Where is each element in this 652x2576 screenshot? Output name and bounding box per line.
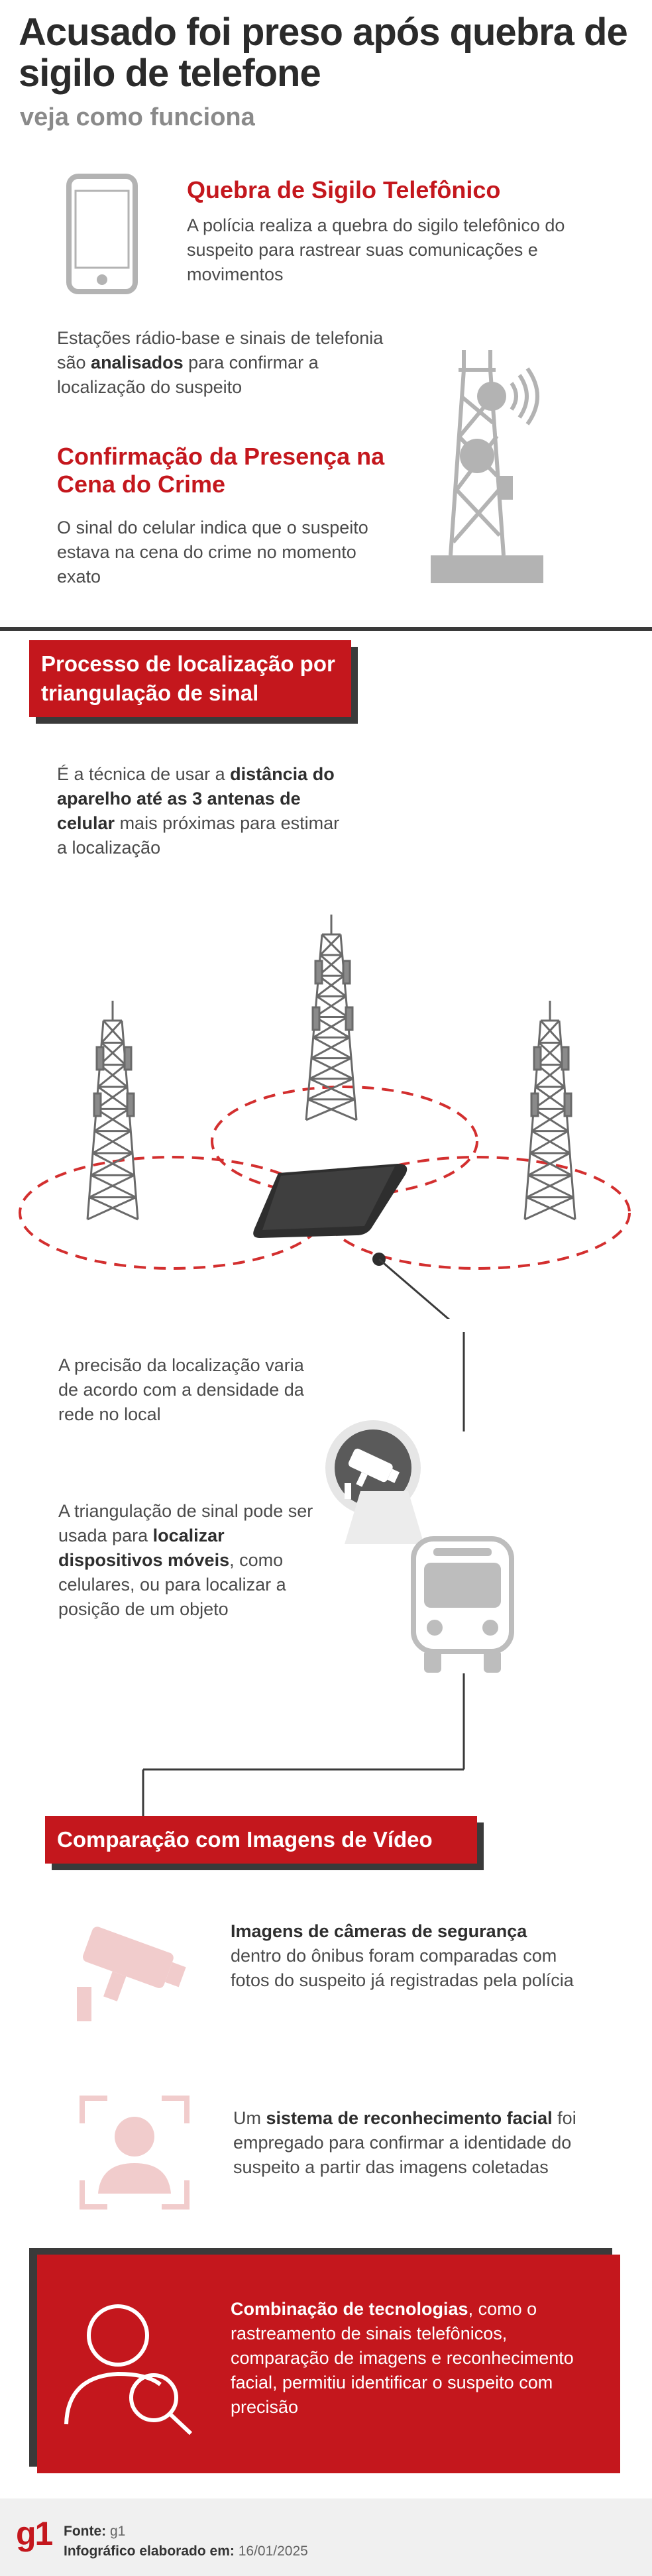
final-summary-box: [37, 2255, 620, 2473]
connector-lines: [0, 1319, 652, 1839]
cell-tower-gray-icon: [424, 343, 550, 592]
source-line: Fonte: g1: [64, 2524, 126, 2539]
video-comparison-label: Comparação com Imagens de Vídeo: [45, 1816, 477, 1864]
presence-title: Confirmação da Presença na Cena do Crime: [57, 443, 385, 498]
phone-section-title: Quebra de Sigilo Telefônico: [187, 176, 501, 203]
triangulation-intro-text: É a técnica de usar a distância do apare…: [57, 764, 340, 858]
suspect-search-icon: [61, 2292, 193, 2441]
footer: [0, 2498, 652, 2576]
page-subtitle: veja como funciona: [20, 103, 255, 131]
smartphone-device-icon: [253, 1164, 408, 1238]
section-divider: [0, 627, 652, 631]
cell-tower-center: [305, 915, 358, 1121]
cameras-text: Imagens de câmeras de segurança dentro d…: [231, 1921, 574, 1990]
final-summary-text: Combinação de tecnologias, como o rastre…: [231, 2299, 574, 2417]
smartphone-icon: [66, 174, 138, 298]
cell-tower-right: [523, 1001, 576, 1221]
coverage-ring-top: [211, 1086, 478, 1197]
phone-section-text: A polícia realiza a quebra do sigilo tel…: [187, 215, 565, 284]
page-title: Acusado foi preso após quebra de sigilo …: [19, 11, 628, 95]
bus-icon: [411, 1536, 514, 1679]
triangulation-use-text: A triangulação de sinal pode ser usada p…: [58, 1501, 313, 1619]
cell-tower-left: [86, 1001, 139, 1221]
facial-recognition-text: Um sistema de reconhecimento facial foi …: [233, 2108, 576, 2177]
stations-text: Estações rádio-base e sinais de telefoni…: [57, 328, 384, 397]
security-camera-pale-icon: [74, 1914, 187, 2030]
g1-logo: g1: [16, 2515, 53, 2552]
triangulation-diagram: [0, 908, 652, 1333]
credit-line: Infográfico elaborado em: 16/01/2025: [64, 2544, 308, 2559]
precision-text: A precisão da localização varia de acord…: [58, 1355, 304, 1424]
presence-text: O sinal do celular indica que o suspeito…: [57, 518, 368, 587]
triangulation-label: Processo de localização por triangulação…: [29, 640, 351, 717]
facial-recognition-icon: [78, 2094, 191, 2214]
